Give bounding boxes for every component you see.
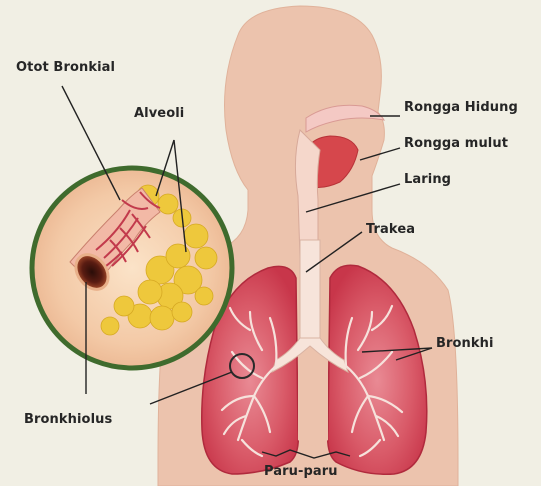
label-bronkhi: Bronkhi (436, 336, 494, 351)
pharynx (295, 130, 320, 258)
label-laring: Laring (404, 172, 451, 187)
label-paru-paru: Paru-paru (264, 464, 338, 479)
label-rongga-mulut: Rongga mulut (404, 136, 508, 151)
label-bronkhiolus: Bronkhiolus (24, 412, 112, 427)
label-rongga-hidung: Rongga Hidung (404, 100, 518, 115)
label-alveoli: Alveoli (134, 106, 184, 121)
trachea (300, 240, 320, 340)
label-trakea: Trakea (366, 222, 415, 237)
label-otot-bronkial: Otot Bronkial (16, 60, 115, 75)
magnified-view (32, 168, 232, 368)
